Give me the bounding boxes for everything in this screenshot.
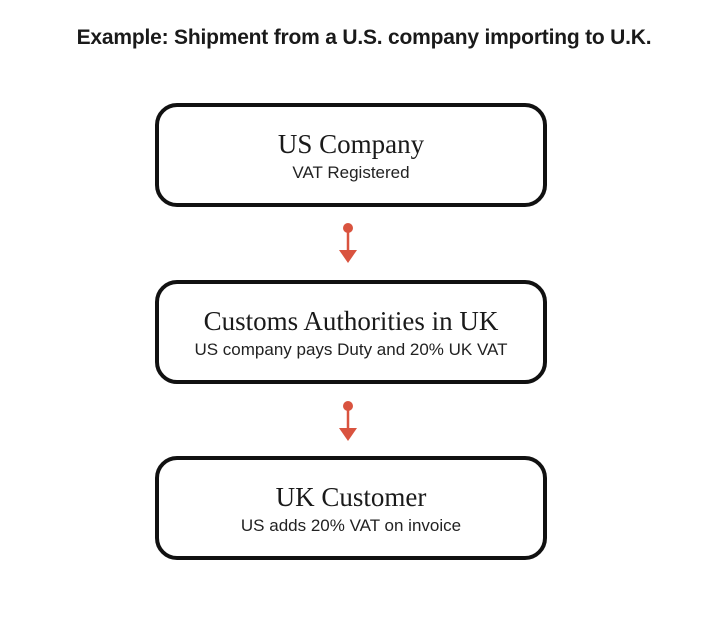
down-arrow-icon (339, 223, 357, 263)
down-arrow-icon (339, 401, 357, 441)
arrow-head (339, 428, 357, 441)
node-us-company: US Company VAT Registered (155, 103, 547, 207)
node-uk-customer: UK Customer US adds 20% VAT on invoice (155, 456, 547, 560)
node-customs-authorities: Customs Authorities in UK US company pay… (155, 280, 547, 384)
node-subtitle: US company pays Duty and 20% UK VAT (194, 340, 508, 359)
node-title: UK Customer (275, 482, 427, 512)
node-subtitle: US adds 20% VAT on invoice (240, 516, 462, 535)
node-title: Customs Authorities in UK (203, 306, 499, 336)
diagram-title: Example: Shipment from a U.S. company im… (76, 26, 652, 49)
node-title: US Company (277, 129, 425, 159)
arrow-head (339, 250, 357, 263)
node-subtitle: VAT Registered (292, 163, 410, 182)
